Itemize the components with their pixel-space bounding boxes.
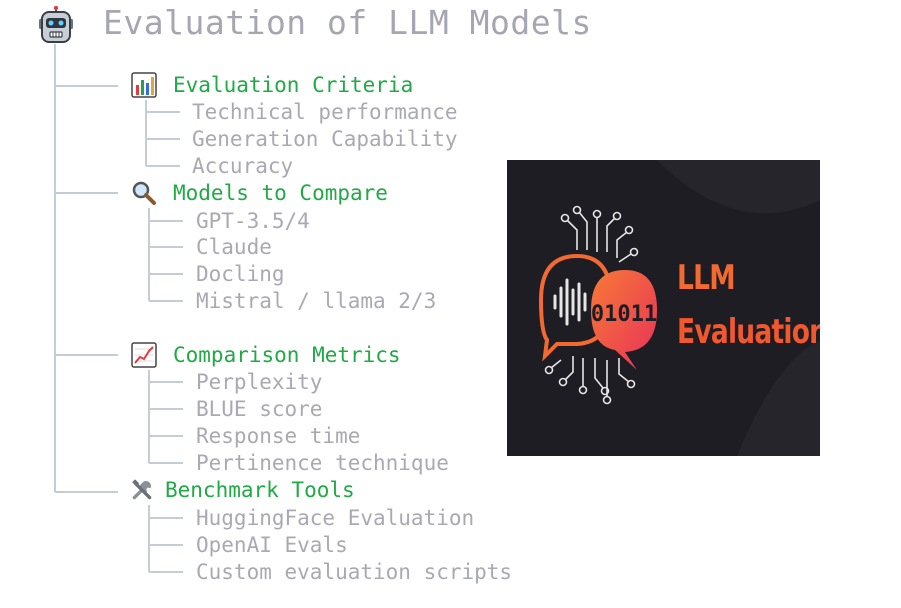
list-item: Accuracy	[192, 154, 294, 178]
llm-evaluation-illustration: 01011	[538, 160, 820, 456]
list-item: Generation Capability	[192, 127, 458, 151]
list-item: Mistral / llama 2/3	[196, 289, 437, 313]
list-item: Response time	[196, 424, 361, 448]
list-item: GPT-3.5/4	[196, 209, 310, 233]
image-title-line1: LLM	[677, 258, 736, 298]
section-label: Benchmark Tools	[165, 478, 355, 502]
page-title: Evaluation of LLM Models	[103, 3, 592, 42]
trend-chart-icon	[131, 342, 157, 368]
list-item: Perplexity	[196, 370, 323, 394]
list-item: Custom evaluation scripts	[196, 560, 513, 584]
svg-text:01011: 01011	[591, 302, 657, 327]
section-models-to-compare: Models to Compare	[131, 180, 388, 206]
robot-icon	[39, 5, 73, 43]
section-label: Models to Compare	[173, 181, 388, 205]
list-item: HuggingFace Evaluation	[196, 506, 475, 530]
section-label: Comparison Metrics	[173, 343, 401, 367]
image-title-line2: Evaluation	[677, 312, 820, 352]
bar-chart-icon	[131, 72, 157, 98]
list-item: BLUE score	[196, 397, 323, 421]
section-comparison-metrics: Comparison Metrics	[131, 342, 401, 368]
section-evaluation-criteria: Evaluation Criteria	[131, 72, 413, 98]
llm-evaluation-image: 01011 LLM Evaluation	[507, 160, 820, 456]
list-item: Pertinence technique	[196, 451, 449, 475]
section-label: Evaluation Criteria	[173, 73, 414, 97]
tools-icon	[132, 479, 152, 500]
list-item: Technical performance	[192, 100, 458, 124]
list-item: OpenAI Evals	[196, 533, 348, 557]
list-item: Claude	[196, 235, 272, 259]
section-benchmark-tools: Benchmark Tools	[131, 478, 355, 502]
magnifier-icon	[132, 181, 156, 205]
list-item: Docling	[196, 262, 285, 286]
